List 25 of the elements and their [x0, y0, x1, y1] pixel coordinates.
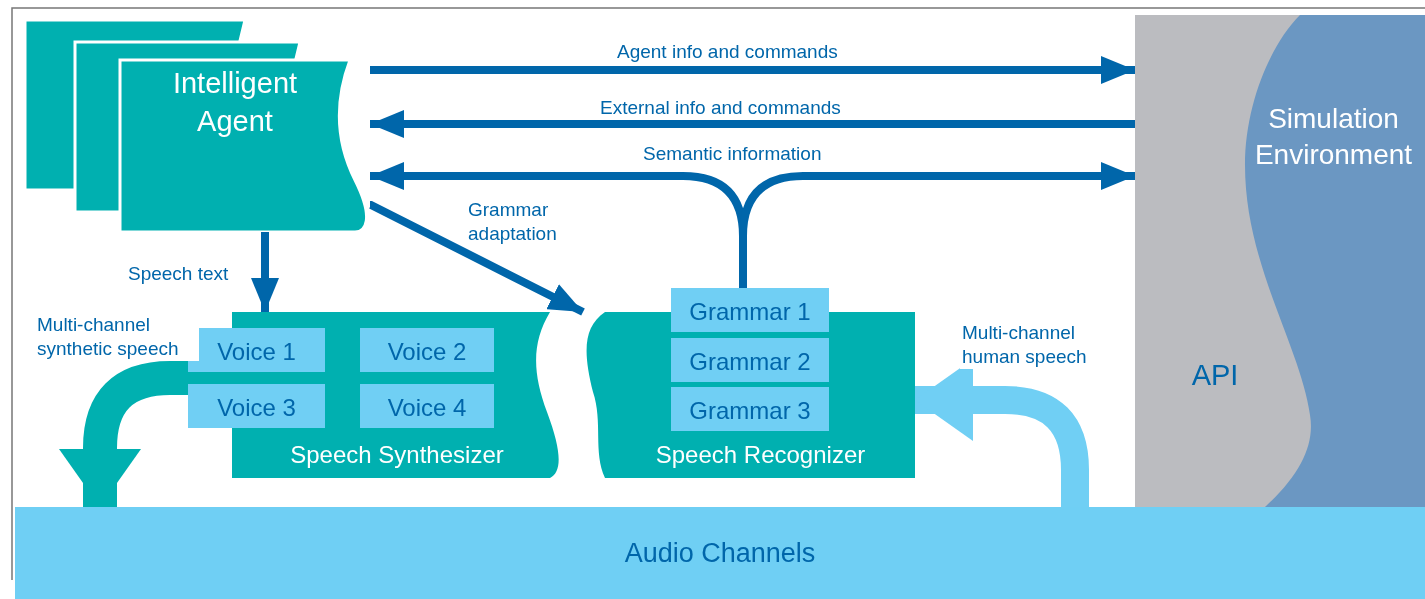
api-panel: [1135, 15, 1425, 507]
voice-box: [188, 328, 325, 372]
node-label: Speech Recognizer: [654, 440, 867, 470]
grammar-box: [671, 288, 829, 332]
arrow: [739, 162, 1135, 288]
grammar-box: [671, 387, 829, 431]
node-label: Voice 4: [386, 393, 468, 423]
node-label: Simulation Environment: [1253, 102, 1414, 173]
arrow: [367, 201, 585, 316]
node-label: Speech Synthesizer: [289, 440, 505, 470]
node-label: Voice 1: [216, 337, 297, 367]
node-label: Grammar 3: [688, 396, 812, 426]
audio-band: [15, 507, 1425, 599]
node-label: Intelligent Agent: [171, 66, 299, 139]
voice-box: [360, 328, 494, 372]
node-label: Grammar 1: [688, 297, 812, 327]
voice-box: [188, 384, 325, 428]
node-label: API: [1190, 358, 1240, 393]
node-label: Grammar 2: [688, 347, 812, 377]
node-label: Voice 3: [216, 393, 297, 423]
voice-box: [360, 384, 494, 428]
grammar-box: [671, 338, 829, 382]
arrow: [251, 232, 279, 312]
node-label: Voice 2: [386, 337, 468, 367]
node-label: Audio Channels: [623, 537, 817, 570]
